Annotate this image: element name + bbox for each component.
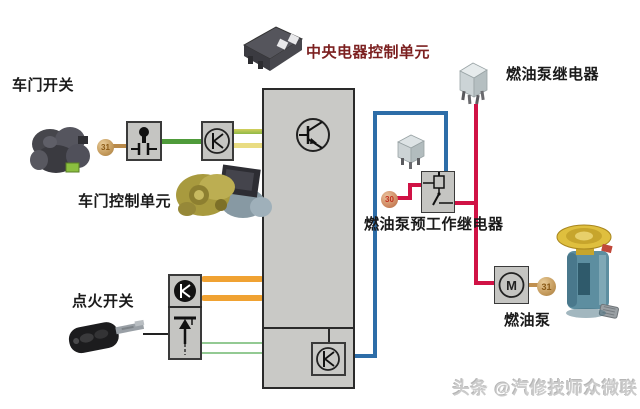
wire-red-30-h1 <box>395 196 412 200</box>
wire-red-main-vert <box>474 104 478 285</box>
prework-relay-contact-icon <box>423 172 453 206</box>
fuel-pump-relay-label: 燃油泵继电器 <box>506 66 600 83</box>
watermark-text: 头条 @汽修技师众微联 <box>452 379 638 398</box>
wire-red-box-out <box>453 201 477 205</box>
central-unit-label: 中央电器控制单元 <box>306 44 431 61</box>
door-relay-icon <box>204 128 230 154</box>
wire-orange-1 <box>201 276 264 282</box>
door-control-unit-label: 车门控制单元 <box>78 193 172 210</box>
wire-ground-tan <box>112 144 129 148</box>
ignition-relay-icon <box>174 280 196 302</box>
ignition-switch-icon <box>174 316 196 355</box>
terminal-30-text: 30 <box>385 195 394 204</box>
wire-black-stub <box>143 333 178 335</box>
wire-pump-ground-tan <box>528 283 540 287</box>
wire-orange-2 <box>201 295 264 301</box>
door-switch-icon <box>131 127 157 155</box>
fuel-pump-label: 燃油泵 <box>504 312 551 329</box>
central-inner-connector <box>328 327 330 343</box>
terminal-31-right-text: 31 <box>541 281 552 292</box>
wire-yellow <box>232 143 264 148</box>
wire-yellow-green <box>232 129 264 134</box>
wire-light-green-1 <box>194 342 264 344</box>
terminal-30: 30 <box>381 191 398 208</box>
door-switch-label: 车门开关 <box>12 77 75 94</box>
terminal-31-right: 31 <box>537 277 556 296</box>
transistor-icon <box>296 118 330 152</box>
motor-letter-text: M <box>506 277 517 293</box>
wire-blue-left-vert <box>373 111 377 358</box>
door-lock-actuator-image <box>30 127 90 173</box>
door-control-unit-image <box>176 164 272 218</box>
wire-red-30-h2 <box>408 183 423 187</box>
wire-blue-out <box>345 354 377 358</box>
wire-blue-top <box>373 111 448 115</box>
motor-icon <box>498 272 525 298</box>
ignition-box-divider <box>168 306 202 308</box>
relay-icon <box>316 347 340 371</box>
wire-red-to-pump <box>474 281 495 285</box>
prework-relay-label: 燃油泵预工作继电器 <box>364 216 504 233</box>
fuel-pump-relay-image <box>459 62 488 105</box>
central-unit-divider <box>264 327 353 329</box>
fuel-pump-image <box>556 224 619 319</box>
car-key-image <box>68 319 145 354</box>
door-relay-box <box>201 121 234 161</box>
terminal-31-left-text: 31 <box>101 143 110 152</box>
wire-light-green-2 <box>194 352 264 354</box>
wire-red-30-vert <box>408 183 412 200</box>
terminal-31-left: 31 <box>97 139 114 156</box>
motor-letter: M <box>498 271 525 299</box>
ecu-image <box>242 26 304 71</box>
prework-relay-image <box>397 134 425 169</box>
wire-door-green <box>159 139 203 144</box>
prework-relay-box <box>421 171 455 213</box>
ignition-switch-label: 点火开关 <box>72 293 135 310</box>
wire-blue-right-vert <box>444 111 448 175</box>
